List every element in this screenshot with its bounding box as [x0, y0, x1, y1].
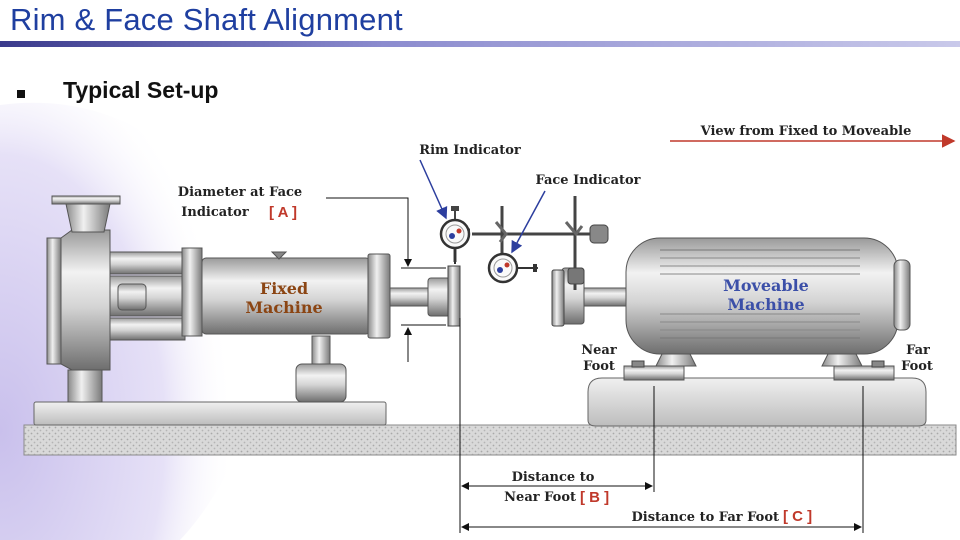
far-foot-label-1: Far [906, 343, 930, 358]
moveable-machine [551, 237, 927, 427]
face-indicator-label: Face Indicator [535, 173, 640, 188]
far-foot-label-2: Foot [901, 359, 933, 374]
rim-indicator-gauge [439, 206, 471, 264]
distance-near-bracket-b: [ B ] [580, 489, 609, 506]
fixed-machine [33, 195, 461, 426]
title-underline [0, 41, 960, 47]
indicator-bracket [453, 196, 609, 290]
distance-dimensions [459, 318, 864, 533]
moveable-machine-label-1: Moveable [723, 276, 809, 295]
distance-far-bracket-c: [ C ] [783, 508, 812, 525]
fixed-machine-label-1: Fixed [260, 279, 308, 298]
rim-indicator-arrow [419, 159, 448, 220]
diameter-label-line2: Indicator [181, 205, 249, 220]
face-indicator-arrow [511, 190, 546, 254]
diameter-dimension [326, 197, 446, 362]
rim-indicator-label: Rim Indicator [419, 143, 521, 158]
distance-far-label: Distance to Far Foot [631, 510, 779, 525]
bullet-icon [17, 90, 25, 98]
view-direction-label: View from Fixed to Moveable [700, 124, 912, 139]
diameter-label-line1: Diameter at Face [178, 185, 302, 200]
near-foot-label-2: Foot [583, 359, 615, 374]
face-indicator-gauge [487, 252, 537, 284]
fixed-machine-label-2: Machine [245, 298, 322, 317]
diameter-bracket-a: [ A ] [269, 204, 297, 221]
slide-title: Rim & Face Shaft Alignment [10, 2, 403, 37]
floor [23, 424, 957, 456]
slide-subtitle: Typical Set-up [63, 77, 219, 103]
distance-near-label-2: Near Foot [504, 490, 576, 505]
near-foot-label-1: Near [581, 343, 617, 358]
distance-near-label-1: Distance to [512, 470, 595, 485]
moveable-machine-label-2: Machine [727, 295, 804, 314]
